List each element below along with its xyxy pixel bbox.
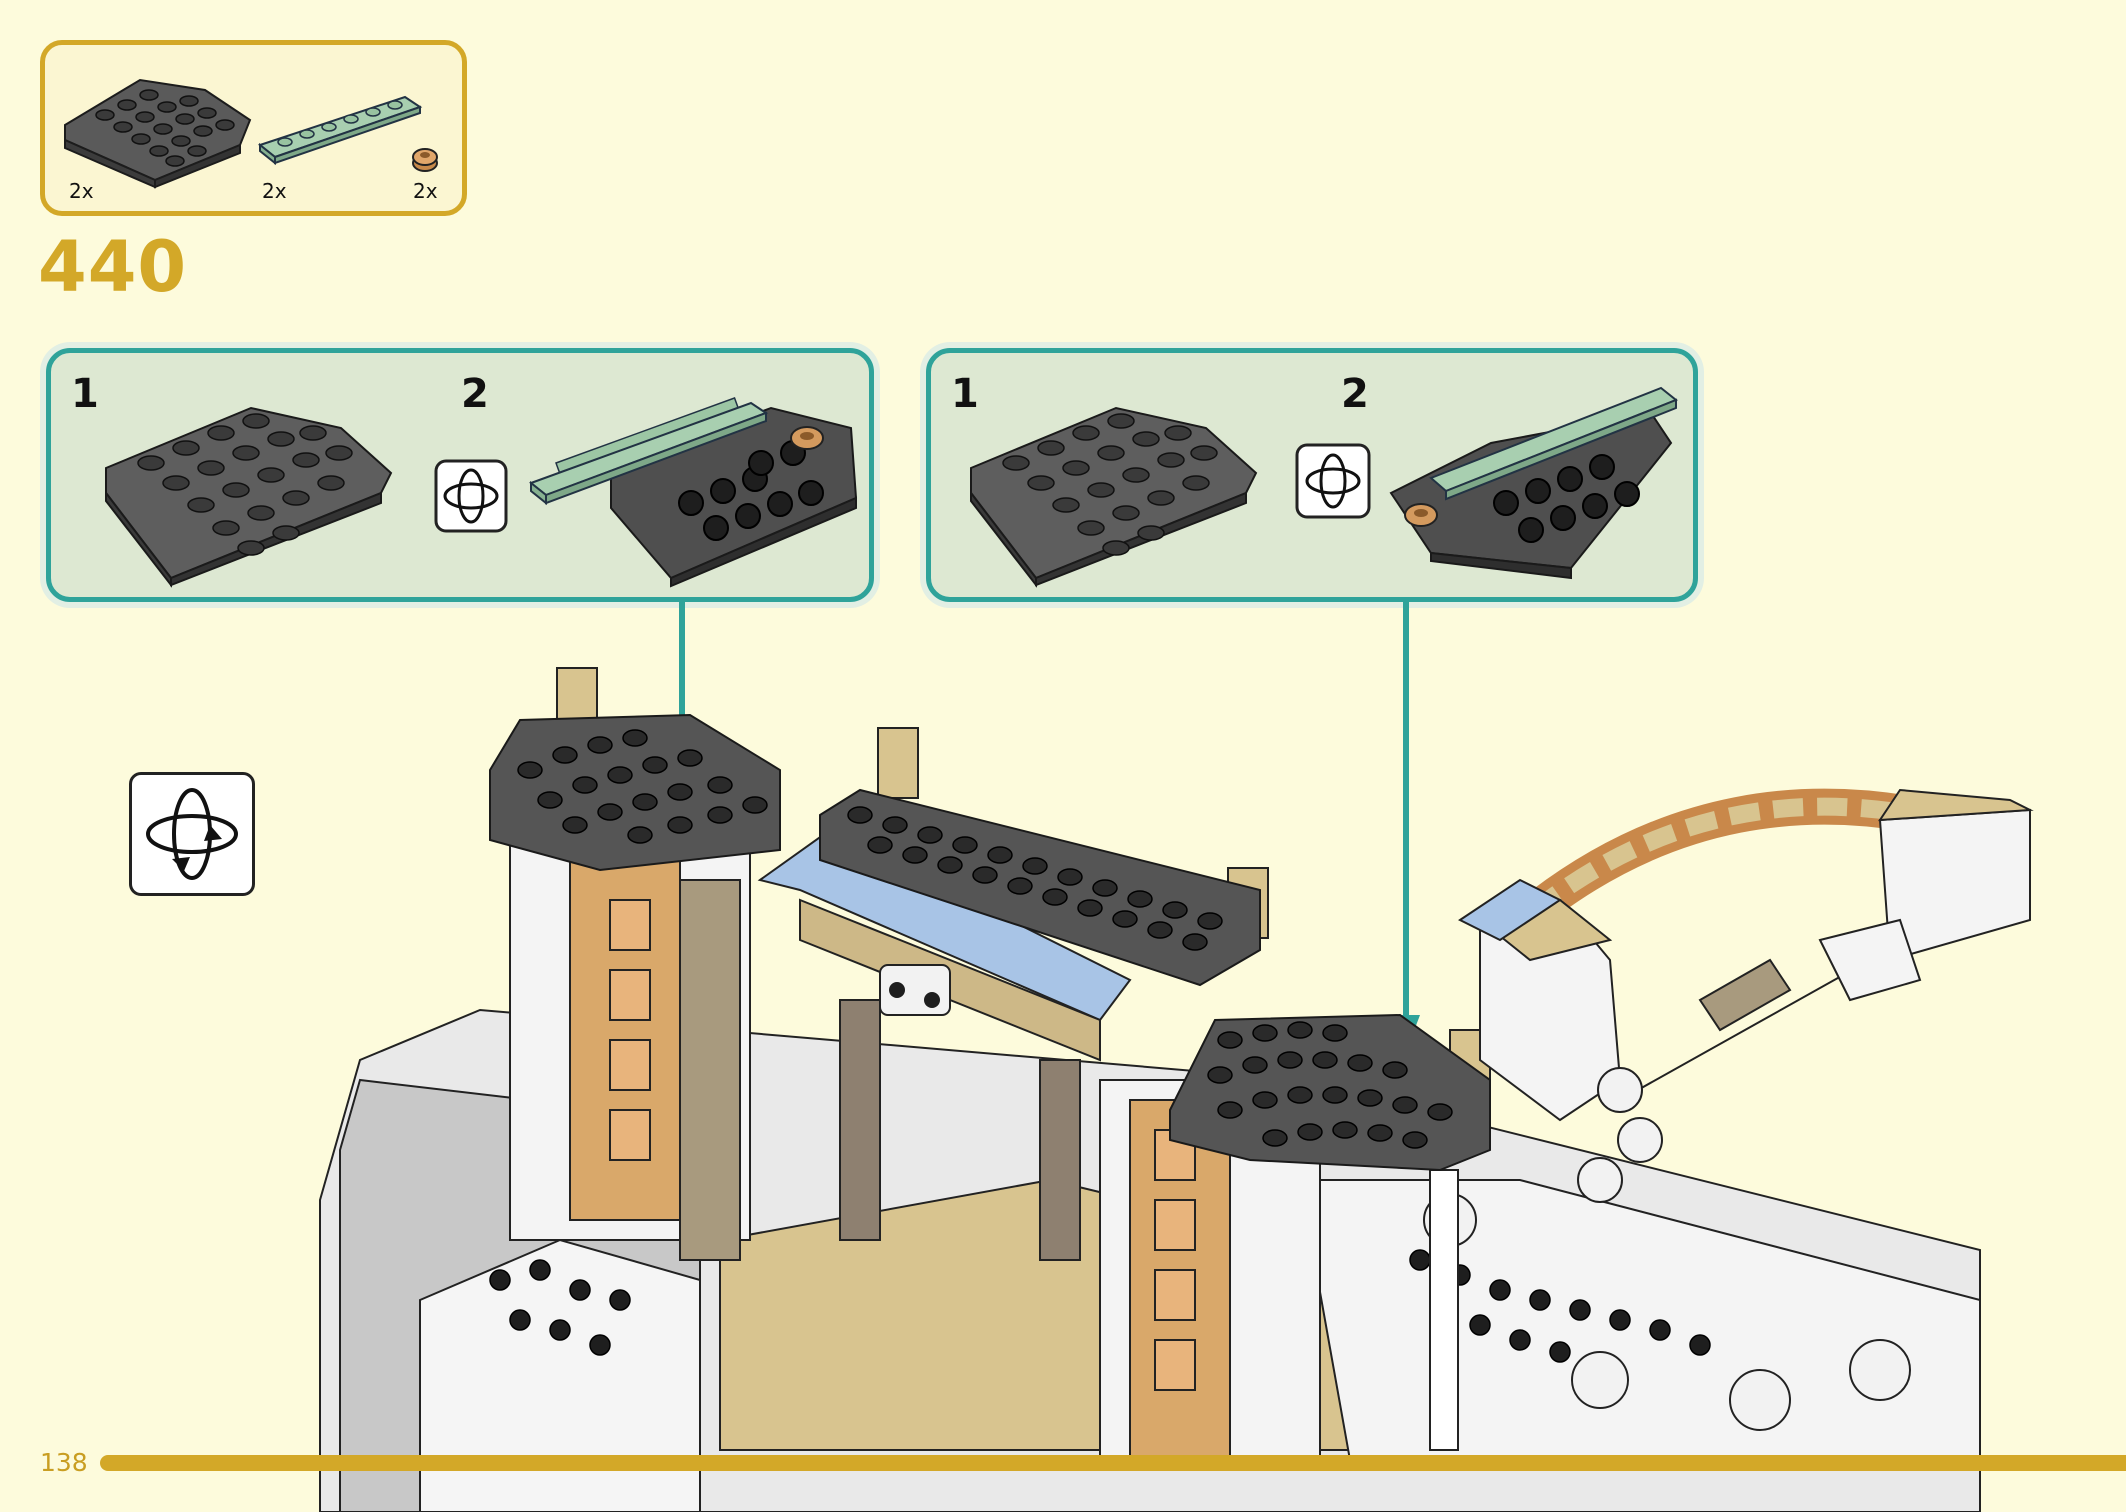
sand-green-plate-icon — [257, 95, 423, 166]
step-number: 440 — [38, 226, 188, 308]
part-quantity: 2x — [69, 179, 94, 203]
assembled-wedge-icon — [1389, 386, 1678, 580]
parts-callout: 2x 2x 2x — [40, 40, 467, 216]
substep-panel-left: 1 2 — [46, 348, 874, 602]
substep-number: 2 — [1341, 371, 1369, 417]
callout-arrow-right — [1392, 602, 1420, 1052]
rotate-arrows-icon — [146, 788, 238, 880]
part-quantity: 2x — [262, 179, 287, 203]
substep-number: 2 — [461, 371, 489, 417]
left-tower — [489, 667, 781, 1261]
arch-assembly — [1458, 788, 2034, 1203]
parts-illustration — [64, 78, 438, 189]
page-bar — [100, 1455, 2126, 1471]
wedge-plate-icon — [105, 406, 393, 588]
right-tower — [1099, 1013, 1491, 1461]
rotate-icon — [434, 459, 508, 533]
substep-number: 1 — [951, 371, 979, 417]
wedge-plate-icon — [970, 406, 1258, 588]
substep-number: 1 — [71, 371, 99, 417]
rotate-icon — [1295, 443, 1371, 519]
page-number: 138 — [40, 1448, 88, 1477]
dark-gray-wedge-plate-icon — [64, 78, 252, 189]
substep-illustration — [970, 386, 1678, 588]
pearl-gold-round-plate-icon — [412, 148, 438, 172]
rotate-model-icon — [129, 772, 255, 896]
substep-panel-right: 1 2 — [926, 348, 1698, 602]
substep-illustration — [105, 397, 858, 588]
middle-bridge — [757, 727, 1269, 1261]
part-quantity: 2x — [413, 179, 438, 203]
assembled-wedge-icon — [528, 397, 858, 588]
